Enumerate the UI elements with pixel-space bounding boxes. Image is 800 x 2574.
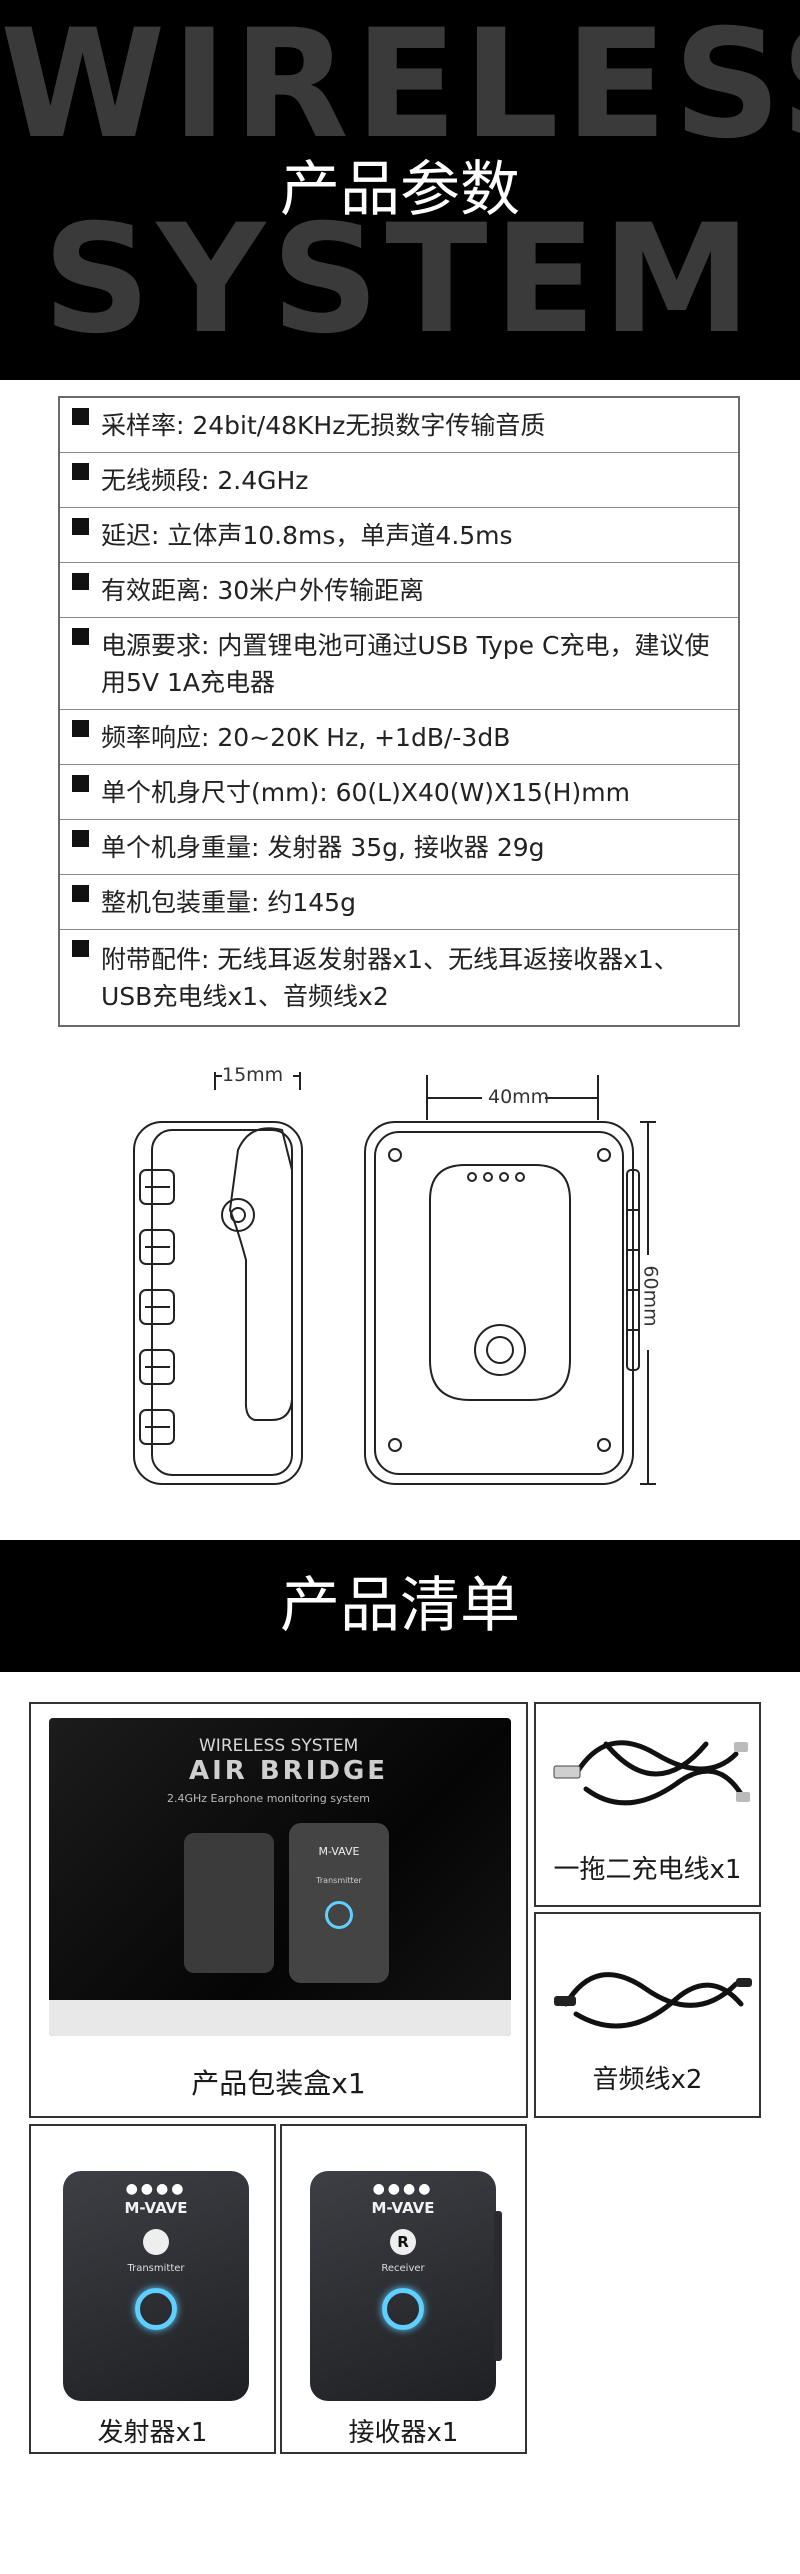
bullet-square-icon [72,518,89,535]
transmitter-logo: M-VAVE [124,2199,188,2217]
transmitter-role: Transmitter [127,2263,185,2274]
spec-table: 采样率: 24bit/48KHz无损数字传输音质 无线频段: 2.4GHz 延迟… [58,396,740,1027]
receiver-badge-icon: R [390,2229,416,2255]
contents-banner: 产品清单 [0,1540,800,1672]
receiver-photo: ●●●● M-VAVE R Receiver [310,2171,502,2401]
spec-row: 单个机身重量: 发射器 35g, 接收器 29g [60,820,738,875]
dimension-height-label: 60mm [639,1265,662,1327]
item-label-receiver: 接收器x1 [348,2418,459,2448]
receiver-role: Receiver [381,2263,425,2274]
package-product-name: AIR BRIDGE [189,1756,389,1786]
item-label-audio-cable: 音频线x2 [592,2065,703,2095]
package-device-front: M-VAVE Transmitter [289,1823,389,1983]
item-transmitter: ●●●● M-VAVE Transmitter 发射器x1 [29,2124,276,2454]
bullet-square-icon [72,720,89,737]
parameters-banner: WIRELESS SYSTEM 产品参数 [0,0,800,380]
package-base [49,2000,511,2036]
section-title-parameters: 产品参数 [280,155,520,225]
item-label-transmitter: 发射器x1 [97,2418,208,2448]
package-device-ring [325,1901,353,1929]
item-label-usb-cable: 一拖二充电线x1 [553,1855,742,1885]
usb-cable-photo [553,1740,750,1806]
spec-row: 整机包装重量: 约145g [60,875,738,930]
transmitter-brand-badge-icon [143,2229,169,2255]
receiver-led-dots: ●●●● [372,2181,434,2197]
bullet-square-icon [72,940,89,957]
package-device-logo: M-VAVE [318,1845,360,1858]
item-receiver: ●●●● M-VAVE R Receiver 接收器x1 [280,2124,527,2454]
bullet-square-icon [72,573,89,590]
bullet-square-icon [72,463,89,480]
spec-row: 延迟: 立体声10.8ms，单声道4.5ms [60,508,738,563]
spec-row: 无线频段: 2.4GHz [60,453,738,508]
package-device-back [184,1833,274,1973]
receiver-side-buttons [494,2211,502,2361]
package-subtitle: 2.4GHz Earphone monitoring system [167,1792,371,1805]
bg-word-wireless: WIRELESS [0,0,800,172]
receiver-ring [382,2288,424,2330]
receiver-logo: M-VAVE [371,2199,435,2217]
package-brand-line: WIRELESS SYSTEM [199,1736,359,1756]
bullet-square-icon [72,408,89,425]
package-device-role: Transmitter [316,1876,362,1885]
dimension-width-label: 40mm [488,1086,550,1108]
spec-row: 附带配件: 无线耳返发射器x1、无线耳返接收器x1、USB充电线x1、音频线x2 [60,930,738,1025]
item-package-box: WIRELESS SYSTEM AIR BRIDGE 2.4GHz Earpho… [29,1702,528,2118]
spec-row: 频率响应: 20~20K Hz, +1dB/-3dB [60,710,738,765]
transmitter-photo: ●●●● M-VAVE Transmitter [63,2171,249,2401]
section-title-contents: 产品清单 [280,1571,520,1641]
item-label-box: 产品包装盒x1 [191,2067,366,2100]
device-line-drawing [133,1072,656,1485]
spec-row: 单个机身尺寸(mm): 60(L)X40(W)X15(H)mm [60,765,738,820]
dimension-depth-label: 15mm [222,1064,284,1086]
bullet-square-icon [72,628,89,645]
transmitter-ring [135,2288,177,2330]
package-photo: WIRELESS SYSTEM AIR BRIDGE 2.4GHz Earpho… [49,1718,511,2036]
spec-row: 电源要求: 内置锂电池可通过USB Type C充电，建议使用5V 1A充电器 [60,618,738,710]
spec-row: 采样率: 24bit/48KHz无损数字传输音质 [60,398,738,453]
dimension-diagram: 15mm 40mm 60mm [0,1060,800,1500]
bullet-square-icon [72,885,89,902]
item-usb-cable: 一拖二充电线x1 [534,1702,761,1907]
bullet-square-icon [72,830,89,847]
item-audio-cable: 音频线x2 [534,1912,761,2118]
bullet-square-icon [72,775,89,792]
audio-cable-photo [554,1972,752,2029]
bg-word-system: SYSTEM [42,193,758,367]
transmitter-led-dots: ●●●● [125,2181,187,2197]
spec-row: 有效距离: 30米户外传输距离 [60,563,738,618]
